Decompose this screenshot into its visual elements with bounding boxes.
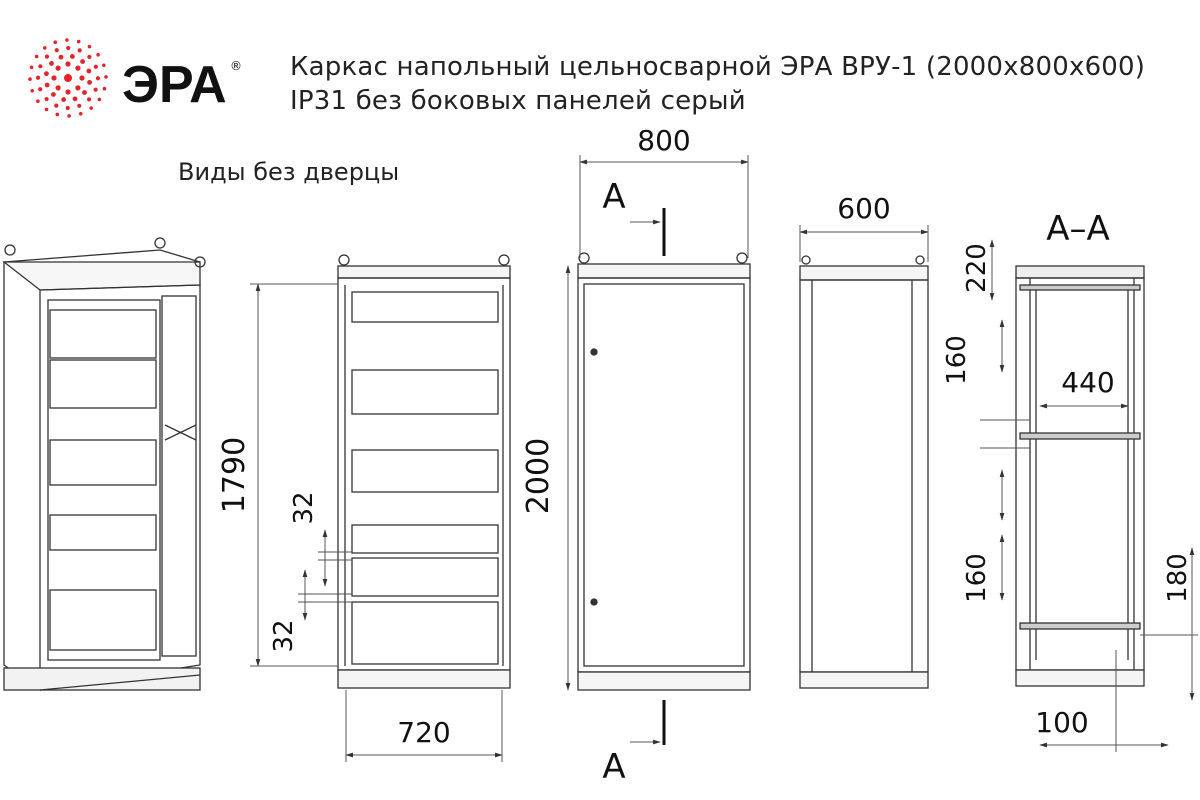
dimension-labels: 1790 32 32 720 2000 800 600 А А А–А 220 … (217, 124, 1193, 787)
dim-160-upper: 160 (942, 335, 972, 385)
section-marker-top: А (602, 177, 625, 217)
side-view (799, 255, 929, 689)
dim-32-upper: 32 (289, 491, 319, 524)
iso-shelves (49, 309, 157, 651)
dimension-lines (250, 155, 1198, 762)
registered-mark: ® (230, 59, 242, 73)
front-view-no-door (337, 254, 511, 689)
dim-720: 720 (397, 716, 450, 749)
views-caption: Виды без дверцы (178, 158, 400, 186)
dim-800: 800 (637, 124, 690, 157)
logo-wordmark: ЭРА (122, 56, 227, 114)
dim-220: 220 (962, 243, 992, 293)
product-title-line-1: Каркас напольный цельносварной ЭРА ВРУ-1… (290, 52, 1146, 82)
era-logo: ЭРА ® (28, 38, 242, 118)
dim-2000: 2000 (521, 438, 556, 514)
front-view-with-door (577, 252, 751, 691)
product-title-line-2: IP31 без боковых панелей серый (290, 86, 746, 116)
dim-32-lower: 32 (269, 619, 299, 652)
section-a-a (1015, 265, 1145, 687)
sun-dots-icon (28, 38, 108, 118)
dim-1790: 1790 (217, 437, 252, 513)
dim-440: 440 (1061, 366, 1114, 399)
section-marker-bottom: А (602, 747, 625, 787)
section-title: А–А (1046, 209, 1110, 249)
isometric-view (2, 237, 206, 692)
dim-180: 180 (1163, 553, 1193, 603)
dim-160-lower: 160 (962, 553, 992, 603)
dim-600: 600 (837, 192, 890, 225)
dim-100: 100 (1035, 706, 1088, 739)
